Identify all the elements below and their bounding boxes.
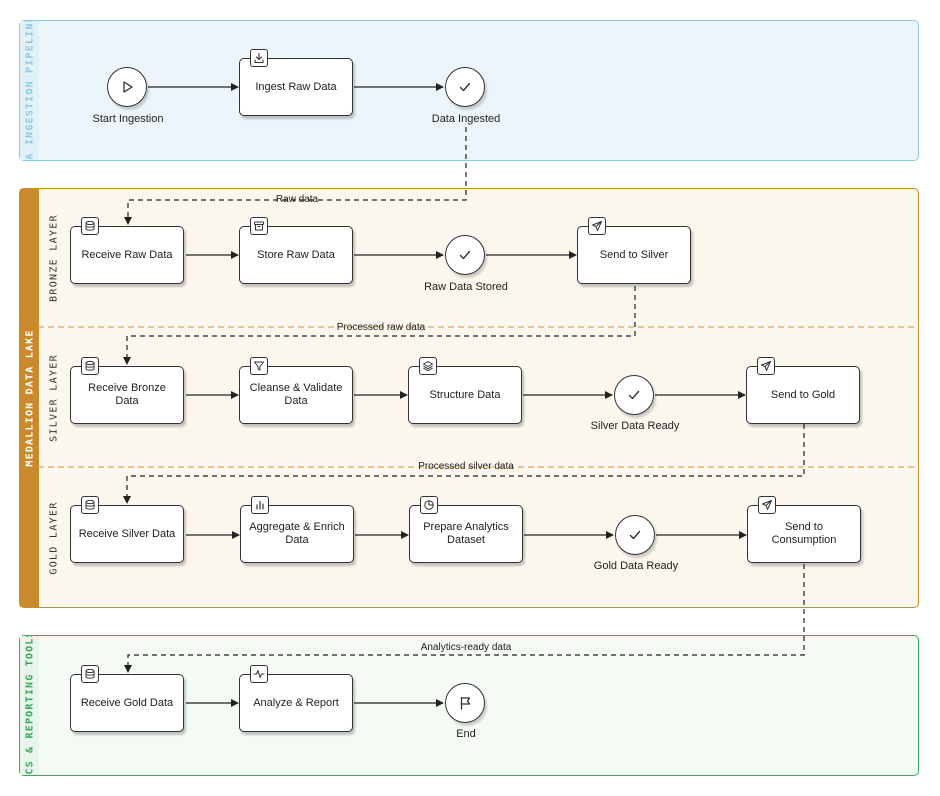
task-label: Send to Silver (599, 248, 669, 261)
task-label: Send to Consumption (771, 521, 837, 546)
silver-data-ready-label: Silver Data Ready (590, 420, 680, 432)
send-icon (757, 357, 775, 375)
message-flow-raw-data (124, 127, 467, 225)
task-label: Receive Raw Data (81, 248, 173, 261)
task-receive-bronze-data[interactable]: Receive Bronze Data (70, 357, 184, 424)
check-icon (628, 390, 640, 400)
data-ingested-label: Data Ingested (431, 113, 501, 125)
task-label: Prepare Analytics Dataset (423, 521, 509, 546)
task-label: Ingest Raw Data (255, 80, 337, 93)
check-icon (459, 82, 471, 92)
task-label: Aggregate & Enrich Data (249, 521, 345, 546)
message-flow-label-processed-raw: Processed raw data (336, 322, 426, 333)
raw-data-stored-label: Raw Data Stored (424, 281, 508, 293)
filter-icon (250, 357, 268, 375)
task-send-to-silver[interactable]: Send to Silver (577, 217, 691, 284)
end-event[interactable] (445, 683, 485, 723)
message-flow-label-processed-silver: Processed silver data (418, 461, 514, 472)
archive-icon (250, 217, 268, 235)
task-label: Receive Bronze Data (88, 382, 166, 407)
task-label: Store Raw Data (257, 248, 335, 261)
task-label: Cleanse & Validate Data (249, 382, 343, 407)
task-label: Receive Silver Data (78, 527, 176, 540)
task-receive-raw-data[interactable]: Receive Raw Data (70, 217, 184, 284)
message-flow-label-analytics-ready: Analytics-ready data (420, 642, 512, 653)
check-icon (459, 250, 471, 260)
task-ingest-raw-data[interactable]: Ingest Raw Data (239, 49, 353, 116)
layers-icon (419, 357, 437, 375)
task-send-to-consumption[interactable]: Send to Consumption (747, 496, 861, 563)
flag-icon (460, 696, 471, 710)
task-prepare-analytics-dataset[interactable]: Prepare Analytics Dataset (409, 496, 523, 563)
task-receive-silver-data[interactable]: Receive Silver Data (70, 496, 184, 563)
message-flow-processed-raw-data (123, 286, 636, 365)
data-lake-pool-header: MEDALLION DATA LAKE (20, 189, 39, 607)
task-send-to-gold[interactable]: Send to Gold (746, 357, 860, 424)
check-icon (629, 530, 641, 540)
send-icon (758, 496, 776, 514)
raw-data-stored-event[interactable] (445, 235, 485, 275)
start-event-label: Start Ingestion (92, 113, 164, 125)
reporting-pool-header: ICS & REPORTING TOOLS (20, 636, 39, 775)
end-event-label: End (456, 728, 476, 740)
gold-data-ready-event[interactable] (615, 515, 655, 555)
message-flow-processed-silver-data (123, 424, 805, 504)
start-event[interactable] (107, 67, 147, 107)
task-analyze-report[interactable]: Analyze & Report (239, 665, 353, 732)
gold-data-ready-label: Gold Data Ready (593, 560, 679, 572)
activity-icon (250, 665, 268, 683)
task-label: Structure Data (429, 388, 501, 401)
task-structure-data[interactable]: Structure Data (408, 357, 522, 424)
database-icon (81, 217, 99, 235)
database-icon (81, 496, 99, 514)
message-flow-label-raw-data: Raw data (275, 194, 319, 205)
task-label: Send to Gold (770, 388, 836, 401)
download-icon (250, 49, 268, 67)
database-icon (81, 357, 99, 375)
play-icon (123, 81, 133, 93)
send-icon (588, 217, 606, 235)
data-ingested-event[interactable] (445, 67, 485, 107)
task-label: Analyze & Report (253, 696, 339, 709)
task-receive-gold-data[interactable]: Receive Gold Data (70, 665, 184, 732)
database-icon (81, 665, 99, 683)
silver-data-ready-event[interactable] (614, 375, 654, 415)
task-label: Receive Gold Data (80, 696, 174, 709)
bar-chart-icon (251, 496, 269, 514)
task-store-raw-data[interactable]: Store Raw Data (239, 217, 353, 284)
task-aggregate-enrich-data[interactable]: Aggregate & Enrich Data (240, 496, 354, 563)
pie-chart-icon (420, 496, 438, 514)
task-cleanse-validate-data[interactable]: Cleanse & Validate Data (239, 357, 353, 424)
message-flow-analytics-ready-data (124, 564, 805, 673)
ingestion-pool-header: TA INGESTION PIPELINE (20, 21, 39, 160)
